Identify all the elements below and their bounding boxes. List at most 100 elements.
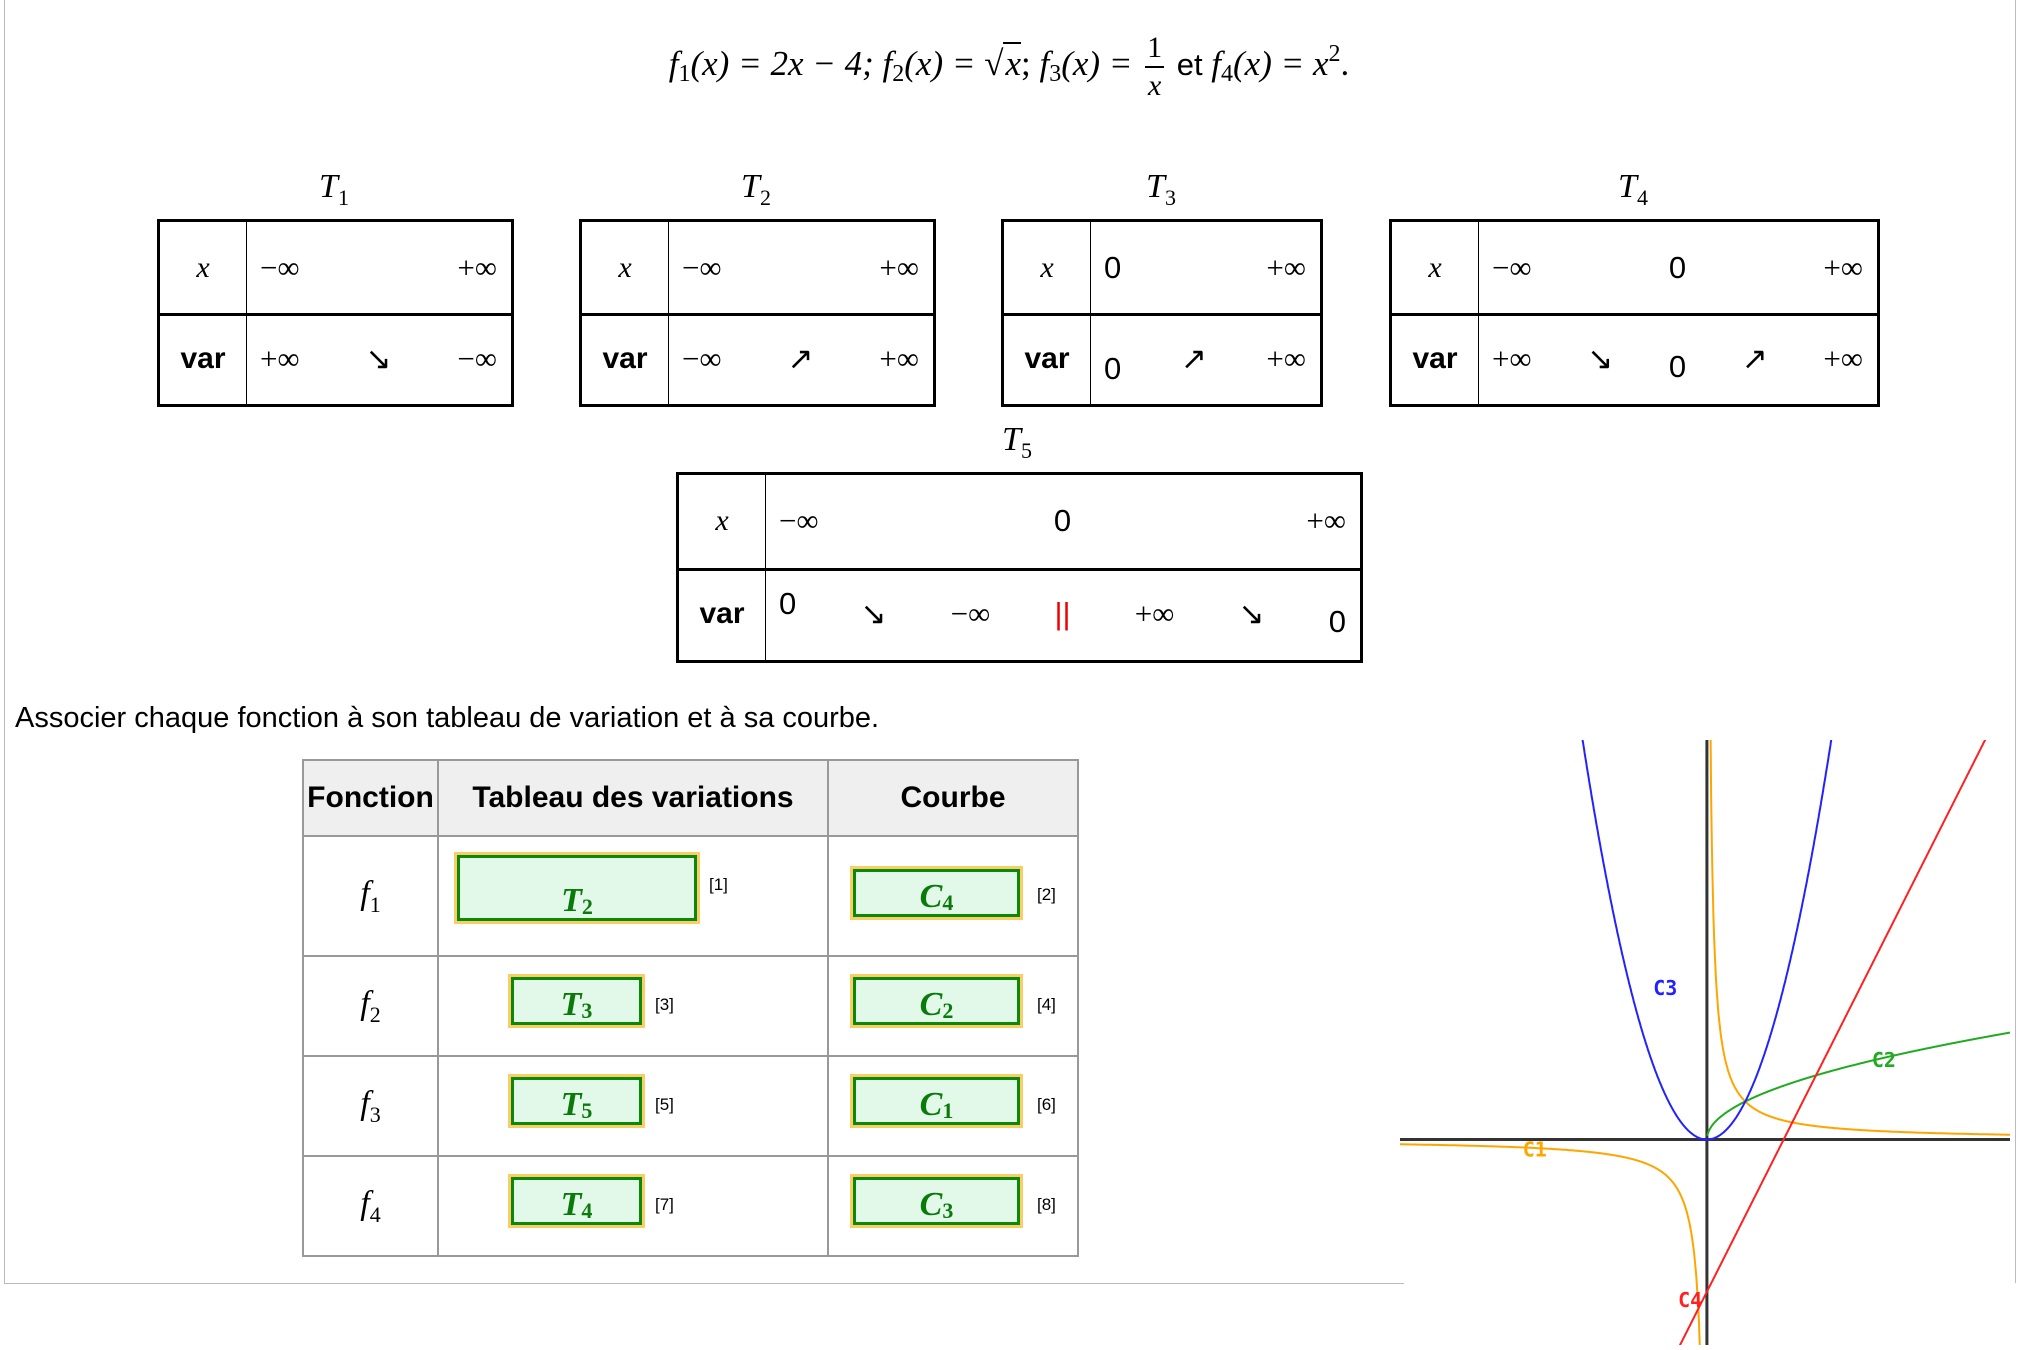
function-index: 3 bbox=[369, 1101, 381, 1127]
var-value: +∞ bbox=[1823, 340, 1863, 376]
footnote-ref[interactable]: [2] bbox=[1037, 885, 1056, 904]
title-index: 1 bbox=[337, 184, 349, 210]
arrow-up-icon: ↗ bbox=[1180, 340, 1207, 376]
x-value: −∞ bbox=[779, 503, 819, 539]
curve-c1 bbox=[1400, 1143, 1701, 1345]
x-value: 0 bbox=[1668, 249, 1687, 285]
var-value: −∞ bbox=[457, 340, 497, 376]
answer-index: 5 bbox=[581, 1098, 593, 1123]
answer-letter: C bbox=[919, 1186, 943, 1223]
f3-expr: (x) = bbox=[1061, 44, 1142, 84]
curve-c2 bbox=[1706, 1031, 2010, 1136]
x-value: −∞ bbox=[260, 249, 300, 285]
page-border-bottom bbox=[4, 1283, 1404, 1284]
footnote-ref[interactable]: [5] bbox=[655, 1095, 674, 1114]
arrow-down-icon: ↘ bbox=[860, 595, 887, 631]
function-cell: f4 bbox=[302, 1155, 439, 1257]
var-label: var bbox=[1004, 313, 1091, 404]
page-border-right bbox=[2015, 0, 2016, 1283]
curve-label: C1 bbox=[1523, 1138, 1547, 1162]
answer-letter: T bbox=[560, 986, 582, 1023]
f2-end: ; bbox=[1020, 44, 1040, 84]
f3-numerator: 1 bbox=[1145, 30, 1165, 68]
var-values: −∞ ↗ +∞ bbox=[682, 313, 919, 404]
title-letter: T bbox=[741, 168, 760, 205]
footnote-ref[interactable]: [8] bbox=[1037, 1195, 1056, 1214]
function-name: f bbox=[360, 984, 370, 1022]
f3-sub: 3 bbox=[1049, 61, 1062, 88]
curve-c1 bbox=[1709, 740, 2010, 1136]
arrow-up-icon: ↗ bbox=[1741, 340, 1768, 376]
function-index: 4 bbox=[369, 1201, 381, 1227]
header-tableau: Tableau des variations bbox=[437, 759, 829, 837]
x-value: +∞ bbox=[879, 249, 919, 285]
x-values: −∞ 0 +∞ bbox=[1492, 222, 1863, 313]
title-letter: T bbox=[1146, 168, 1165, 205]
var-value: −∞ bbox=[682, 340, 722, 376]
footnote-ref[interactable]: [6] bbox=[1037, 1095, 1056, 1114]
var-value: 0 bbox=[1668, 348, 1687, 384]
x-values: −∞0+∞ bbox=[779, 475, 1346, 568]
x-label: x bbox=[160, 222, 247, 313]
title-letter: T bbox=[319, 168, 338, 205]
footnote-ref[interactable]: [4] bbox=[1037, 995, 1056, 1014]
f1-name: f bbox=[668, 44, 679, 84]
title-index: 2 bbox=[759, 184, 771, 210]
answer-letter: T bbox=[561, 882, 582, 919]
f4-name: f bbox=[1211, 44, 1221, 84]
x-label: x bbox=[679, 475, 766, 568]
answer-index: 1 bbox=[942, 1098, 954, 1123]
variation-table-title: T3 bbox=[1121, 168, 1201, 211]
x-value: −∞ bbox=[1492, 249, 1532, 285]
var-values: +∞↘0↗+∞ bbox=[1492, 313, 1863, 404]
function-cell: f3 bbox=[302, 1055, 439, 1157]
var-value: −∞ bbox=[950, 595, 991, 631]
x-value: 0 bbox=[1104, 249, 1122, 285]
f4-end: . bbox=[1340, 44, 1350, 84]
footnote-ref[interactable]: [1] bbox=[709, 875, 728, 894]
footnote-ref[interactable]: [3] bbox=[655, 995, 674, 1014]
f2-name: f bbox=[882, 44, 893, 84]
x-value: 0 bbox=[1053, 503, 1072, 539]
arrow-down-icon: ↘ bbox=[1587, 340, 1614, 376]
instruction-text: Associer chaque fonction à son tableau d… bbox=[15, 702, 880, 734]
answer-index: 4 bbox=[581, 1198, 593, 1223]
f3-denominator: x bbox=[1148, 69, 1162, 102]
var-value: +∞ bbox=[879, 340, 919, 376]
curve-label: C3 bbox=[1653, 976, 1677, 1000]
var-values: 0↘−∞||+∞↘0 bbox=[779, 568, 1346, 661]
var-value: +∞ bbox=[260, 340, 300, 376]
f2-expr: (x) = √ bbox=[904, 44, 1004, 84]
function-cell: f2 bbox=[302, 955, 439, 1057]
f4-expr: (x) = x bbox=[1233, 44, 1329, 84]
x-values: 0+∞ bbox=[1104, 222, 1306, 313]
arrow-up-icon: ↗ bbox=[787, 340, 814, 376]
x-value: +∞ bbox=[1823, 249, 1863, 285]
header-fonction: Fonction bbox=[302, 759, 439, 837]
answer-index: 2 bbox=[942, 998, 954, 1023]
answer-letter: T bbox=[560, 1186, 582, 1223]
var-row: var+∞↘0↗+∞ bbox=[1392, 313, 1877, 404]
x-row: x−∞+∞ bbox=[582, 222, 933, 316]
footnote-ref[interactable]: [7] bbox=[655, 1195, 674, 1214]
answer-table: Fonction Tableau des variations Courbe f… bbox=[302, 759, 1079, 1257]
variation-table-title: T2 bbox=[716, 168, 796, 211]
curve-c3 bbox=[1581, 740, 1833, 1141]
